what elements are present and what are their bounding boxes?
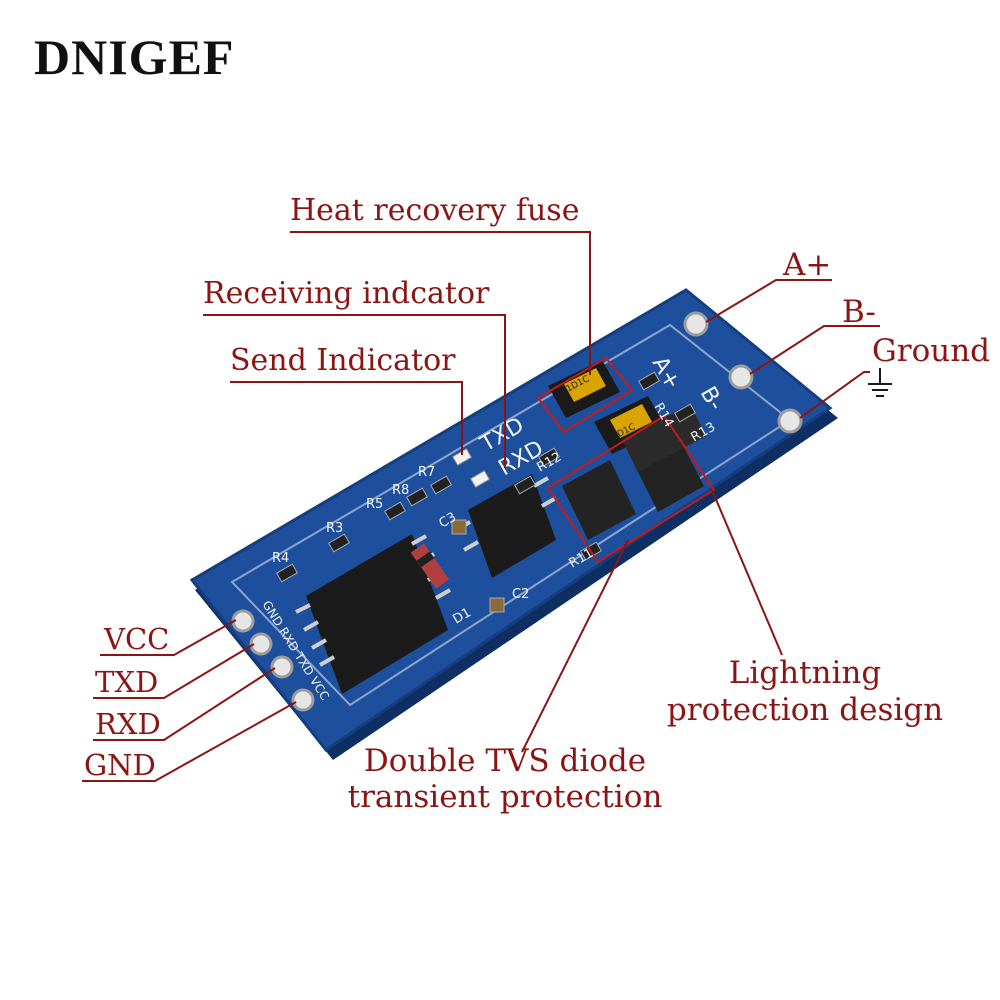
receive-led (469, 469, 491, 489)
gnd-leader (82, 701, 297, 782)
tvs-diode-line2: transient protection (347, 779, 663, 815)
silk-r3: R3 (326, 521, 343, 536)
ground-leader (799, 371, 870, 419)
gnd-pin-hole (291, 688, 315, 712)
tvs-diodes (562, 404, 706, 540)
ttl-pin-holes (231, 609, 315, 712)
fuse-highlight-box (536, 356, 634, 434)
b-minus-leader (749, 325, 880, 375)
silk-c2: C2 (512, 587, 529, 602)
rs485-pin-holes (683, 311, 803, 434)
rxd-label: RXD (95, 707, 161, 741)
rxd-leader (93, 667, 276, 741)
leader-lines (82, 231, 880, 782)
receiving-indicator-leader (203, 314, 506, 468)
tvs-diode-label: Double TVS diode transient protection (335, 746, 675, 813)
smd-components (276, 371, 696, 613)
ground-label: Ground (872, 333, 991, 369)
tvs-highlight-box (546, 414, 716, 564)
heat-fuse-label: Heat recovery fuse (290, 193, 580, 228)
silk-r4: R4 (272, 551, 289, 566)
lightning-protection-line1: Lightning (728, 655, 882, 691)
brand-logo: DNIGEF (34, 29, 235, 85)
silk-r8: R8 (392, 483, 409, 498)
indicator-leds (451, 447, 491, 489)
heat-recovery-fuses (548, 360, 666, 454)
ground-pin-hole (777, 408, 803, 434)
vcc-label: VCC (104, 622, 170, 656)
a-plus-pin-hole (683, 311, 709, 337)
silk-r5: R5 (366, 497, 383, 512)
b-minus-pin-hole (728, 364, 754, 390)
silk-r7: R7 (418, 465, 435, 480)
gnd-label: GND (84, 748, 156, 782)
lightning-protection-label: Lightning protection design (660, 658, 950, 726)
ground-symbol-icon (868, 368, 892, 397)
txd-pin-hole (249, 632, 273, 656)
b-minus-label: B- (842, 294, 876, 330)
send-led (451, 447, 473, 467)
receiving-indicator-label: Receiving indcator (203, 276, 490, 311)
ttl-ic-chip (295, 534, 451, 694)
send-indicator-label: Send Indicator (230, 343, 456, 378)
heat-fuse-leader (290, 231, 591, 375)
diode-d1 (410, 543, 450, 589)
a-plus-label: A+ (783, 247, 832, 283)
send-indicator-leader (230, 381, 463, 455)
txd-leader (93, 643, 255, 699)
vcc-leader (100, 619, 237, 656)
a-plus-leader (705, 279, 832, 323)
txd-label: TXD (95, 665, 159, 699)
tvs-diode-line1: Double TVS diode (363, 743, 647, 779)
lightning-leader (711, 489, 783, 656)
lightning-protection-line2: protection design (666, 692, 944, 728)
rxd-pin-hole (270, 655, 294, 679)
tvs-leader (521, 539, 629, 753)
